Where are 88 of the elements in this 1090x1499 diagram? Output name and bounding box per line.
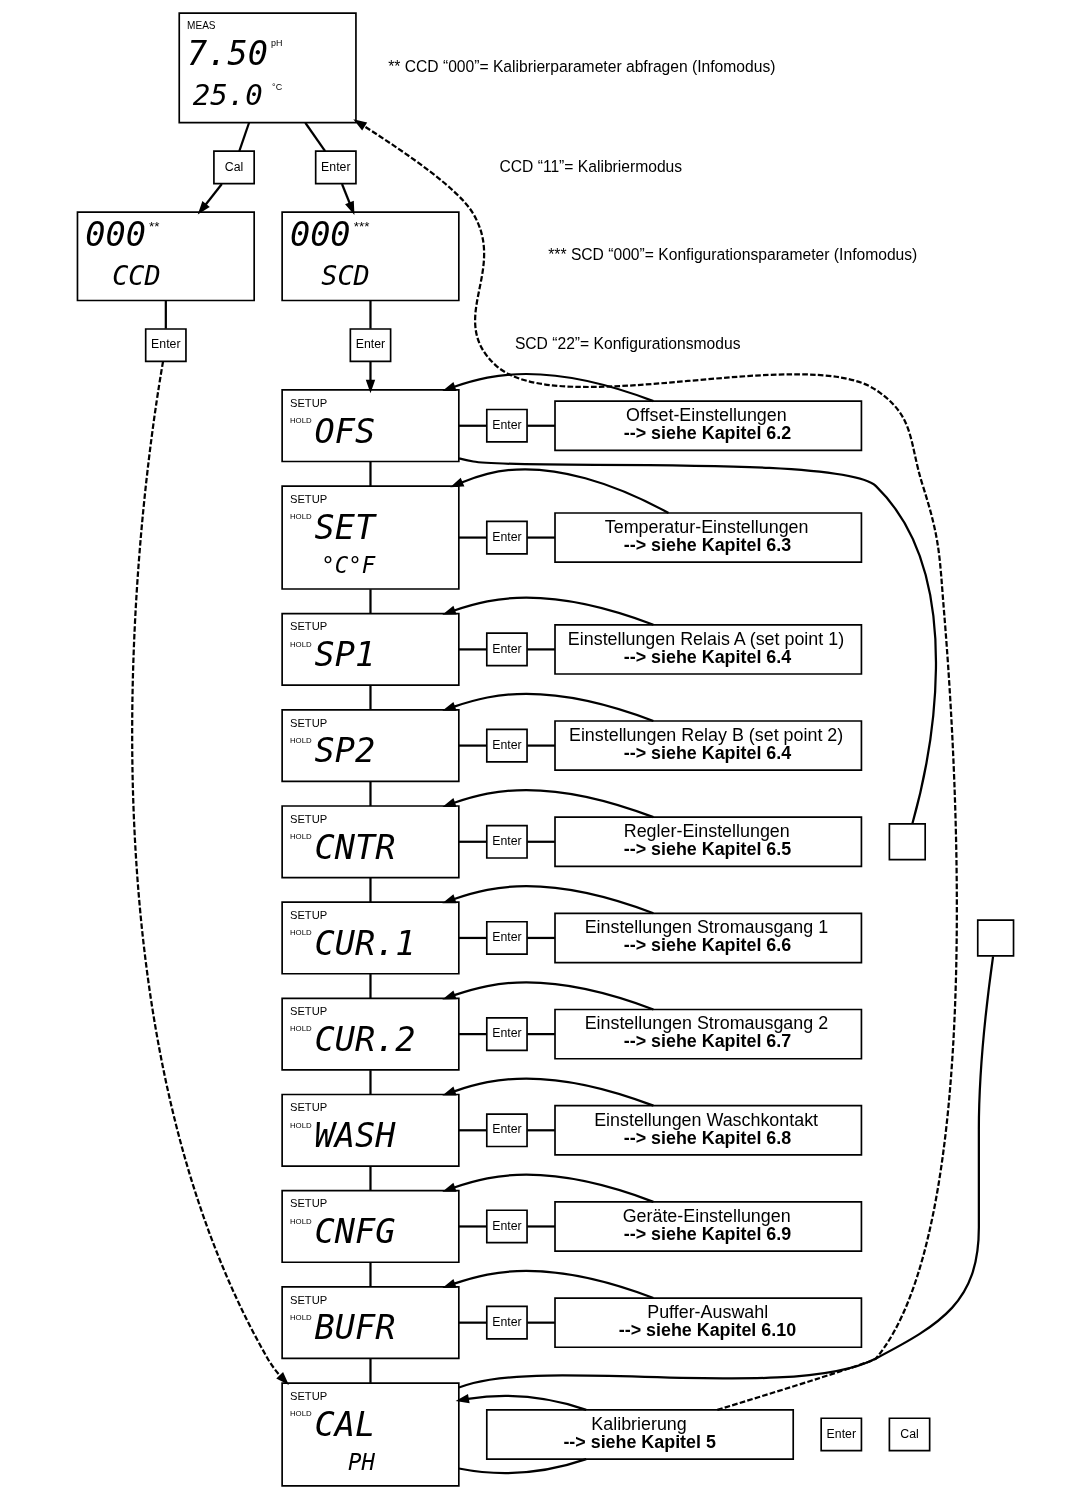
connector [458,1129,487,1132]
connector [458,1225,487,1228]
node-box: Enter [485,728,528,763]
connector [458,744,487,747]
connector [458,1033,487,1036]
connector [526,1033,555,1036]
connector [458,457,937,825]
connector [368,1262,372,1287]
node-box: Regler-Einstellungen --> siehe Kapitel 6.5 [553,816,862,868]
arrow [441,373,654,403]
node-box: Enter [485,408,528,443]
node-box: Offset-Einstellungen --> siehe Kapitel 6.2 [553,400,862,452]
node-box: Enter [314,150,357,185]
node-box: Cal [888,1417,930,1452]
node-box: Enter [485,1209,528,1244]
node-box: Puffer-Auswahl --> siehe Kapitel 6.10 [553,1297,862,1349]
connector [303,122,326,152]
connector [458,1458,587,1475]
arrow [441,789,654,819]
connector [368,1070,372,1095]
node-box: Enter [819,1417,862,1452]
arrow [441,1077,654,1107]
node-box: Enter [485,824,528,859]
arrow [352,119,958,1411]
node-box: Cal [212,150,255,185]
node-box: Einstellungen Relay B (set point 2) --> siehe Kapitel 6.4 [553,720,862,772]
connector [237,122,250,152]
connector [526,744,555,747]
node-box: Enter [485,1305,528,1340]
label: SCD “22”= Konfigurationsmodus [514,335,740,353]
node-box: Enter [144,328,187,363]
arrow [449,468,669,514]
connector [368,781,372,806]
arrow [365,361,375,394]
node-box: 000*** SCD [280,211,460,302]
arrow [130,361,289,1386]
connector [526,536,555,539]
connector [368,589,372,614]
arrow [340,183,354,216]
connector [526,840,555,843]
node-box: Einstellungen Stromausgang 1 --> siehe Kapitel 6.6 [553,912,862,964]
arrow [197,183,223,215]
connector [368,300,372,329]
connector [458,536,487,539]
node-box: Einstellungen Relais A (set point 1) --> siehe Kapitel 6.4 [553,623,862,675]
node-box: Einstellungen Waschkontakt --> siehe Kapitel 6.8 [553,1104,862,1156]
node-box: Enter [485,632,528,667]
connector [368,877,372,903]
node-box [976,919,1014,957]
node-box: Temperatur-Einstellungen --> siehe Kapitel 6.3 [553,512,862,563]
connector [164,300,167,329]
node-box: Kalibrierung --> siehe Kapitel 5 [485,1409,794,1460]
connector [526,1225,555,1228]
connector [458,1321,487,1324]
connector [526,936,555,940]
node-box: Enter [485,1113,528,1148]
label: *** SCD “000”= Konfigurationsparameter (Infomodus) [547,246,917,264]
connector [458,648,487,651]
label: CCD “11”= Kalibriermodus [498,157,682,175]
arrow [455,1394,587,1411]
arrow [441,1173,654,1203]
connector [458,936,487,940]
node-box: Enter [485,920,528,955]
node-box: 000** CCD [76,211,255,302]
connector [526,648,555,651]
connector [526,424,555,427]
arrow [441,692,654,722]
connector [458,840,487,843]
node-box: Enter [485,520,528,555]
node-box [888,823,926,861]
arrow [441,596,654,626]
connector [526,1129,555,1132]
connector [368,974,372,999]
node-box: Enter [485,1017,528,1052]
arrow [441,885,654,915]
node-box: Enter [349,328,391,363]
arrow [441,1270,654,1300]
arrow [441,981,654,1011]
connector [526,1321,555,1324]
label: ** CCD “000”= Kalibrierparameter abfragen (Infomodus) [387,58,775,76]
node-box: Geräte-Einstellungen --> siehe Kapitel 6.9 [553,1201,862,1252]
connector [368,685,372,710]
connector [368,1166,372,1191]
connector [458,424,487,427]
node-box: Einstellungen Stromausgang 2 --> siehe Kapitel 6.7 [553,1008,862,1060]
connector [458,956,994,1389]
connector [368,461,372,486]
connector [368,1358,372,1383]
